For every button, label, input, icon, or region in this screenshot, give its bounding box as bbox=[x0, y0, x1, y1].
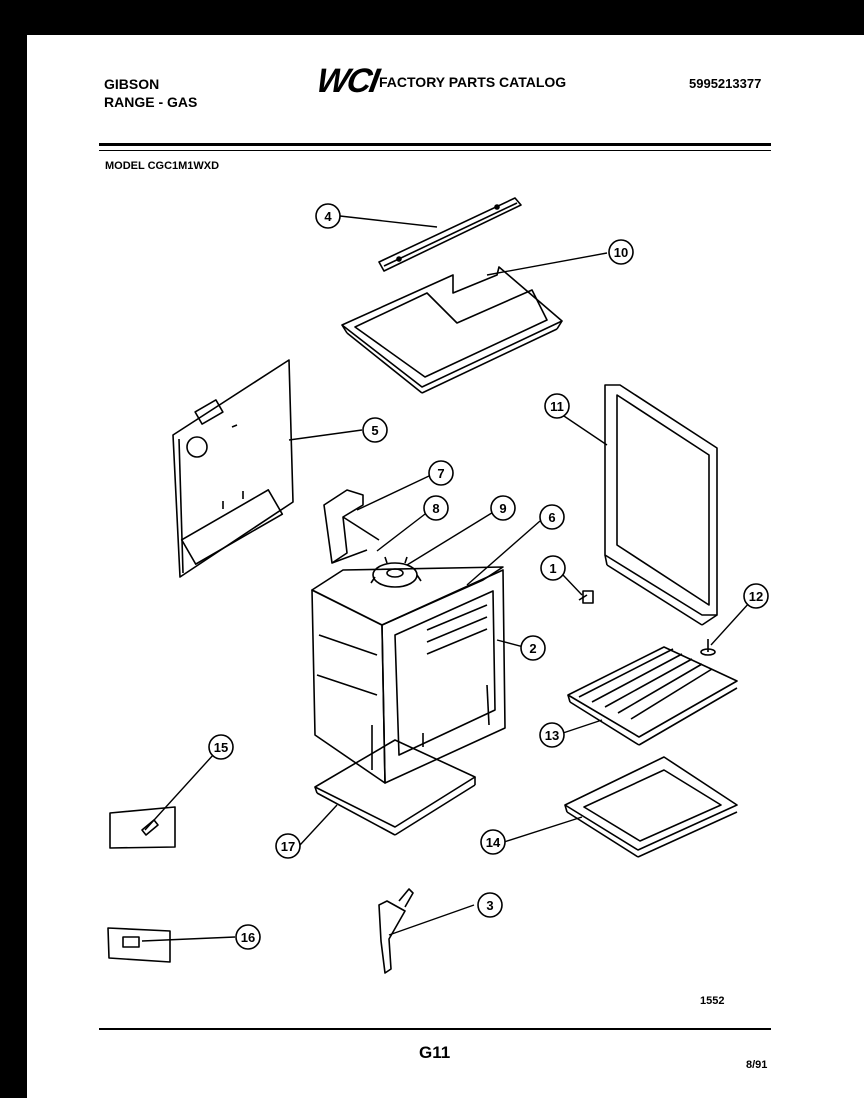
callout-2 bbox=[520, 635, 546, 661]
brand-name: GIBSON bbox=[104, 76, 160, 92]
part-13-oven-rack bbox=[567, 646, 738, 746]
part-15-hardware-box bbox=[109, 806, 176, 849]
footer-rule bbox=[99, 1028, 771, 1030]
part-4-bracket-strip bbox=[378, 197, 522, 272]
header-rule-thin bbox=[99, 150, 771, 151]
parts-catalog-sheet: GIBSON RANGE - GAS WCI FACTORY PARTS CAT… bbox=[27, 35, 864, 1098]
catalog-title: FACTORY PARTS CATALOG bbox=[379, 74, 567, 90]
callout-12 bbox=[743, 583, 769, 609]
figure-number: 1552 bbox=[700, 995, 725, 1007]
part-3-door-hinge bbox=[378, 888, 414, 974]
callout-label-13: 13 bbox=[545, 728, 559, 743]
callout-label-3: 3 bbox=[486, 898, 493, 913]
callout-3 bbox=[477, 892, 503, 918]
callout-4 bbox=[315, 203, 341, 229]
catalog-part-number: 5995213377 bbox=[689, 76, 762, 91]
part-17-bottom-panel bbox=[314, 733, 476, 836]
callout-label-2: 2 bbox=[529, 641, 536, 656]
part-10-top-panel bbox=[341, 266, 563, 394]
header-rule-thick bbox=[99, 143, 771, 146]
callout-label-6: 6 bbox=[548, 510, 555, 525]
leader-lines bbox=[141, 215, 751, 942]
callout-6 bbox=[539, 504, 565, 530]
callout-markers bbox=[208, 203, 769, 950]
revision-date: 8/91 bbox=[746, 1059, 768, 1071]
part-12-leveling-leg bbox=[700, 639, 716, 656]
callout-label-14: 14 bbox=[486, 835, 501, 850]
callout-label-17: 17 bbox=[281, 839, 295, 854]
callout-5 bbox=[362, 417, 388, 443]
product-type: RANGE - GAS bbox=[104, 94, 198, 110]
part-16-hardware-box bbox=[107, 927, 171, 963]
callout-9 bbox=[490, 495, 516, 521]
model-number: MODEL CGC1M1WXD bbox=[105, 160, 220, 172]
part-2-oven-body bbox=[311, 566, 506, 784]
callout-label-16: 16 bbox=[241, 930, 255, 945]
callout-16 bbox=[235, 924, 261, 950]
callout-labels: 1 2 3 4 5 6 7 8 9 10 11 12 13 14 15 16 1… bbox=[214, 209, 763, 945]
page-code: G11 bbox=[419, 1043, 451, 1062]
callout-1 bbox=[540, 555, 566, 581]
part-5-side-panel bbox=[172, 359, 294, 578]
part-11-door-frame bbox=[604, 384, 718, 626]
callout-label-9: 9 bbox=[499, 501, 506, 516]
callout-8 bbox=[423, 495, 449, 521]
callout-label-7: 7 bbox=[437, 466, 444, 481]
callout-label-11: 11 bbox=[550, 399, 564, 414]
exploded-parts-diagram: 1 2 3 4 5 6 7 8 9 10 11 12 13 14 15 16 1… bbox=[107, 197, 769, 974]
callout-11 bbox=[544, 393, 570, 419]
callout-label-15: 15 bbox=[214, 740, 228, 755]
part-14-broiler-pan bbox=[564, 756, 738, 858]
callout-label-1: 1 bbox=[549, 561, 556, 576]
part-1-bolt bbox=[578, 590, 594, 604]
callout-label-10: 10 bbox=[614, 245, 628, 260]
callout-label-8: 8 bbox=[432, 501, 439, 516]
callout-14 bbox=[480, 829, 506, 855]
callout-label-5: 5 bbox=[371, 423, 378, 438]
callout-label-12: 12 bbox=[749, 589, 763, 604]
callout-17 bbox=[275, 833, 301, 859]
callout-15 bbox=[208, 734, 234, 760]
callout-7 bbox=[428, 460, 454, 486]
part-7-bracket bbox=[323, 489, 380, 564]
brand-block: GIBSON RANGE - GAS bbox=[104, 75, 197, 111]
callout-13 bbox=[539, 722, 565, 748]
callout-label-4: 4 bbox=[324, 209, 332, 224]
callout-10 bbox=[608, 239, 634, 265]
